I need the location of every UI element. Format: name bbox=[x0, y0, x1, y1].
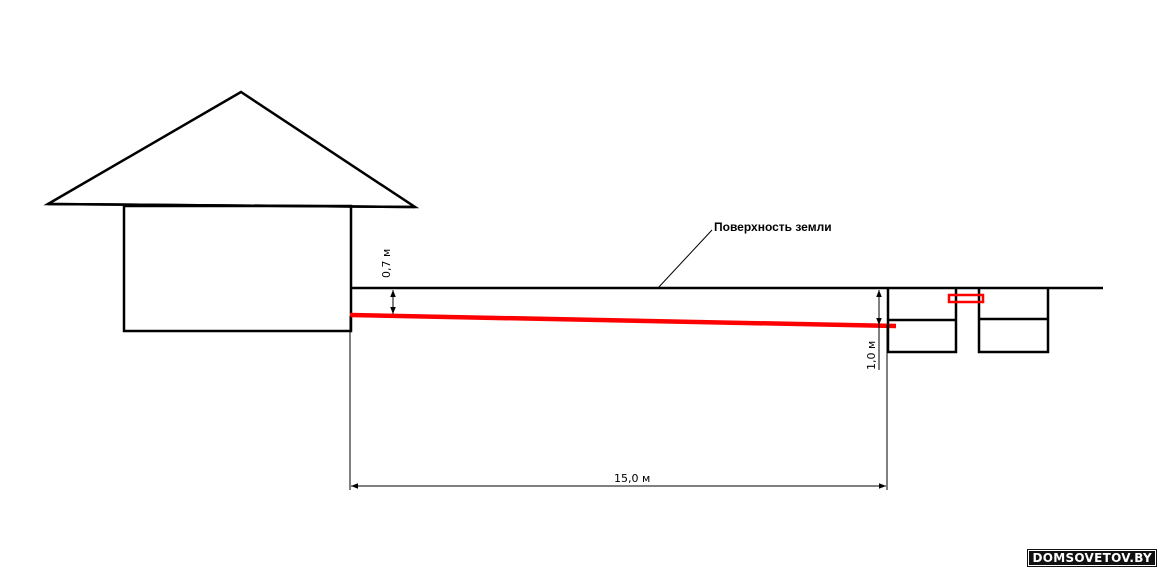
house-body bbox=[122, 204, 353, 333]
ground-surface-label: Поверхность земли bbox=[714, 220, 832, 234]
overflow-pipe bbox=[947, 293, 985, 304]
sewer-pipe bbox=[349, 312, 897, 329]
site-watermark: DOMSOVETOV.BY bbox=[1027, 549, 1157, 567]
ground-label-leader bbox=[657, 229, 713, 289]
dim-depth-house-label: 0,7 м bbox=[380, 249, 393, 278]
dimension-depth-house: 0,7 м bbox=[380, 249, 396, 314]
house bbox=[43, 90, 420, 333]
dimension-distance: 15,0 м bbox=[349, 316, 888, 490]
septic-tank bbox=[886, 288, 1050, 354]
dimension-depth-septic: 1,0 м bbox=[865, 290, 882, 370]
house-roof bbox=[43, 90, 420, 209]
dim-distance-label: 15,0 м bbox=[614, 472, 650, 485]
dim-depth-septic-label: 1,0 м bbox=[865, 341, 878, 370]
